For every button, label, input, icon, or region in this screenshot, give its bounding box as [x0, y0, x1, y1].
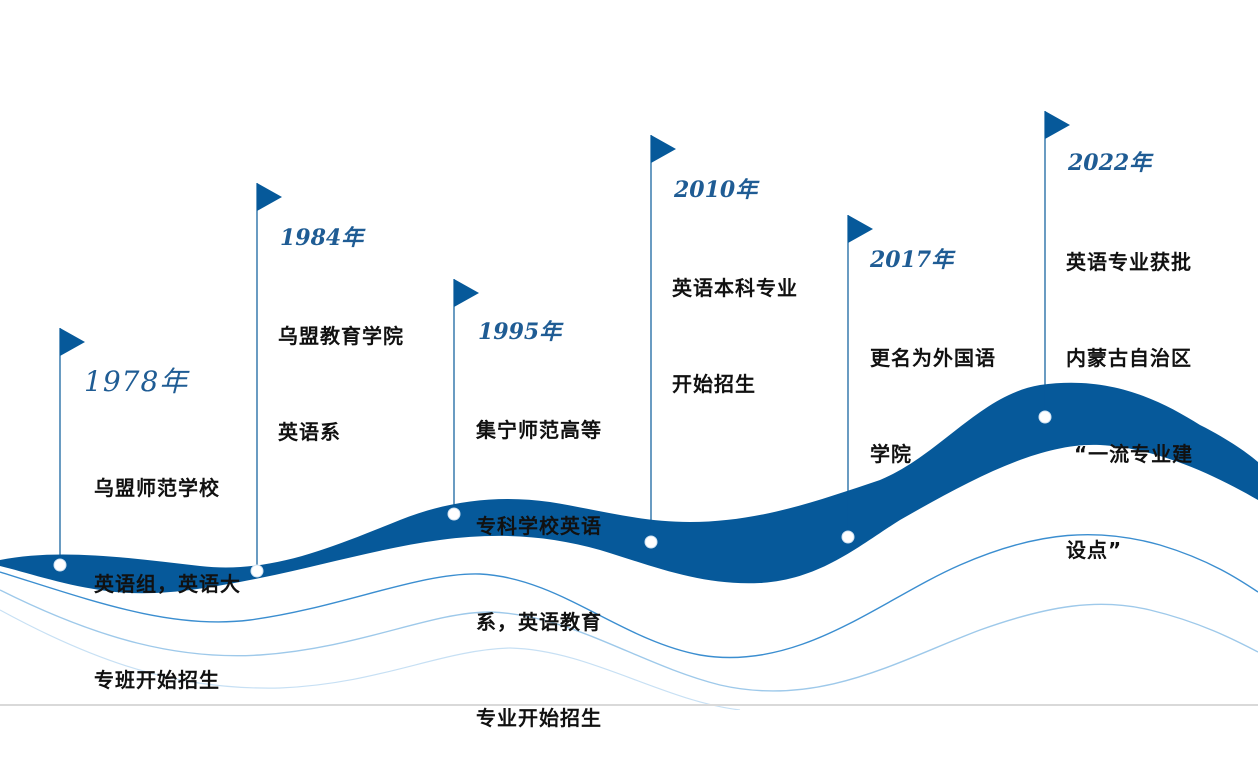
desc-line: 乌盟师范学校 — [94, 476, 220, 500]
desc-line: “一流专业建 — [1074, 442, 1194, 466]
flag-icon-2010 — [651, 135, 676, 163]
timeline-node-1995 — [447, 507, 461, 521]
desc-line: 内蒙古自治区 — [1066, 346, 1192, 370]
desc-line: 专科学校英语 — [476, 514, 602, 538]
milestone-desc-2017: 更名为外国语 学院 — [870, 278, 996, 502]
desc-line: 集宁师范高等 — [476, 418, 602, 442]
wave-line-mid — [0, 533, 1258, 659]
year-label-1978: 1978年 — [84, 365, 189, 398]
milestone-desc-1984: 乌盟教育学院 英语系 — [278, 256, 404, 480]
desc-line: 乌盟教育学院 — [278, 324, 404, 348]
milestone-desc-1995: 集宁师范高等 专科学校英语 系，英语教育 专业开始招生 — [476, 350, 602, 766]
desc-line: 英语本科专业 — [672, 276, 798, 300]
wave-line-light — [0, 589, 1258, 692]
milestone-desc-2022: 英语专业获批 内蒙古自治区 “一流专业建 设点” — [1066, 182, 1193, 598]
year-label-1995: 1995年 — [478, 319, 562, 345]
desc-line: 学院 — [870, 442, 912, 466]
desc-line: 英语系 — [278, 420, 341, 444]
timeline-wave-band — [0, 382, 1258, 594]
slide-bottom-border — [0, 704, 1258, 706]
year-label-2022: 2022年 — [1068, 150, 1152, 176]
timeline-node-2022 — [1038, 410, 1052, 424]
desc-line: 英语组，英语大 — [94, 572, 241, 596]
wave-line-faint — [0, 609, 741, 710]
timeline-canvas — [0, 111, 1258, 710]
flag-icon-1978 — [60, 328, 85, 356]
year-label-2017: 2017年 — [870, 247, 954, 273]
milestone-desc-1978: 乌盟师范学校 英语组，英语大 专班开始招生 — [94, 408, 241, 728]
flag-icon-1984 — [257, 183, 282, 211]
desc-line: 专业开始招生 — [476, 706, 602, 730]
desc-line: 设点” — [1066, 538, 1123, 562]
desc-line: 专班开始招生 — [94, 668, 220, 692]
milestone-desc-2010: 英语本科专业 开始招生 — [672, 208, 798, 432]
desc-line: 英语专业获批 — [1066, 250, 1192, 274]
desc-line: 更名为外国语 — [870, 346, 996, 370]
desc-line: 系，英语教育 — [476, 610, 602, 634]
timeline-node-2017 — [841, 530, 855, 544]
flag-icon-2017 — [848, 215, 873, 243]
year-label-1984: 1984年 — [280, 225, 364, 251]
desc-line: 开始招生 — [672, 372, 756, 396]
year-label-2010: 2010年 — [674, 177, 758, 203]
timeline-node-1984 — [250, 564, 264, 578]
timeline-node-1978 — [53, 558, 67, 572]
flag-icon-2022 — [1045, 111, 1070, 139]
timeline-node-2010 — [644, 535, 658, 549]
flag-icon-1995 — [454, 279, 479, 307]
